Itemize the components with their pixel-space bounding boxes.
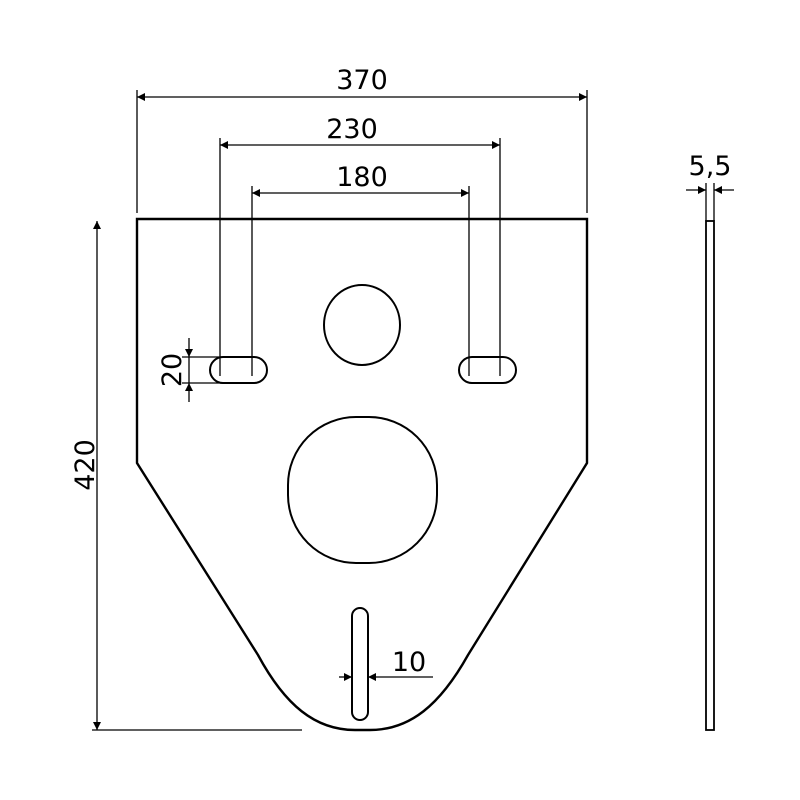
dimension-420: 420 <box>70 221 302 731</box>
water-inlet-hole <box>323 284 401 366</box>
plate-outline <box>135 217 589 732</box>
right-mounting-slot <box>458 356 517 384</box>
dimension-label-230: 230 <box>326 114 378 145</box>
dimension-20: 20 <box>157 338 230 402</box>
dimension-180: 180 <box>251 162 470 376</box>
dimension-230: 230 <box>219 114 501 376</box>
dimension-label-5-5: 5,5 <box>689 151 732 182</box>
dimension-label-180: 180 <box>336 162 388 193</box>
dimension-label-420: 420 <box>70 439 101 491</box>
dimension-10: 10 <box>339 647 433 681</box>
dimension-label-10: 10 <box>392 647 426 678</box>
bottom-slot <box>351 607 369 721</box>
drain-hole <box>287 416 438 564</box>
dimension-label-20: 20 <box>157 353 188 387</box>
dimension-370: 370 <box>136 65 588 213</box>
left-mounting-slot <box>209 356 268 384</box>
dimension-5-5: 5,5 <box>686 151 734 221</box>
dimension-label-370: 370 <box>336 65 388 96</box>
side-view-plate <box>705 220 715 731</box>
